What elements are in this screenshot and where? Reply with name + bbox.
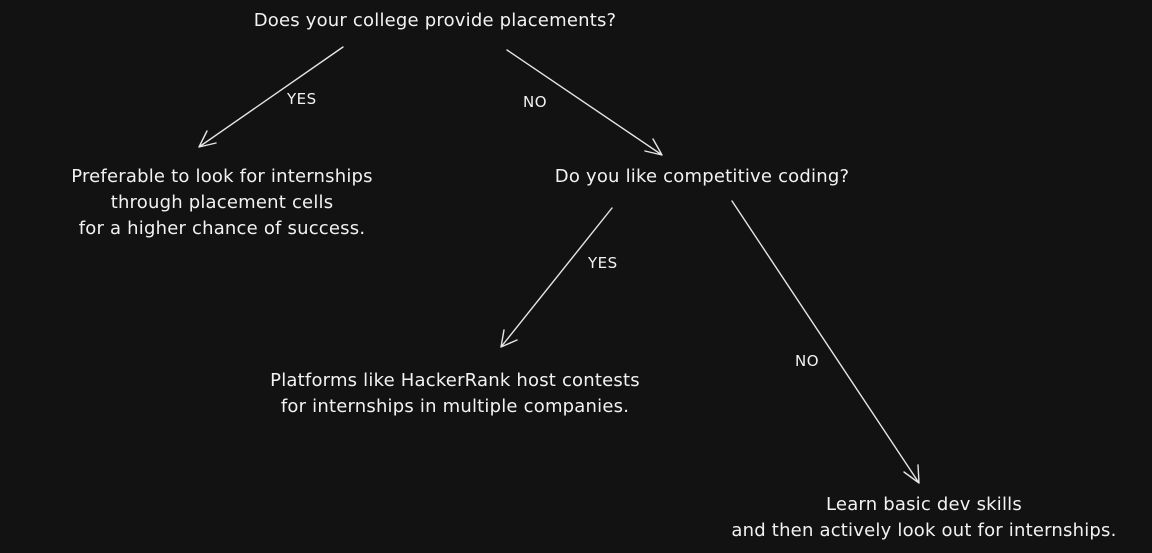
arrow-q1-yes — [198, 46, 344, 148]
node-text-line: and then actively look out for internshi… — [731, 520, 1117, 541]
node-text-line: Platforms like HackerRank host contests — [270, 370, 640, 391]
edge-label-q1-no: NO — [523, 93, 548, 111]
node-text-line: Preferable to look for internships — [71, 166, 373, 187]
node-text-line: Learn basic dev skills — [826, 494, 1022, 515]
answer-hackerrank-contests: Platforms like HackerRank host contests … — [215, 368, 695, 420]
edge-label-q1-yes: YES — [287, 90, 317, 108]
question-competitive-coding: Do you like competitive coding? — [535, 164, 869, 190]
node-text-line: for internships in multiple companies. — [280, 396, 630, 417]
edge-label-q2-yes: YES — [588, 254, 618, 272]
edge-label-q2-no: NO — [795, 352, 820, 370]
answer-learn-dev-skills: Learn basic dev skills and then actively… — [700, 492, 1148, 544]
node-text-line: Does your college provide placements? — [253, 10, 617, 31]
question-college-placements: Does your college provide placements? — [235, 8, 635, 34]
arrow-q2-yes — [500, 207, 613, 348]
answer-placement-cells: Preferable to look for internships throu… — [32, 164, 412, 242]
arrow-q2-no — [731, 200, 920, 484]
node-text-line: through placement cells — [110, 192, 334, 213]
node-text-line: Do you like competitive coding? — [554, 166, 850, 187]
arrow-q1-no — [506, 49, 663, 156]
node-text-line: for a higher chance of success. — [78, 218, 366, 239]
